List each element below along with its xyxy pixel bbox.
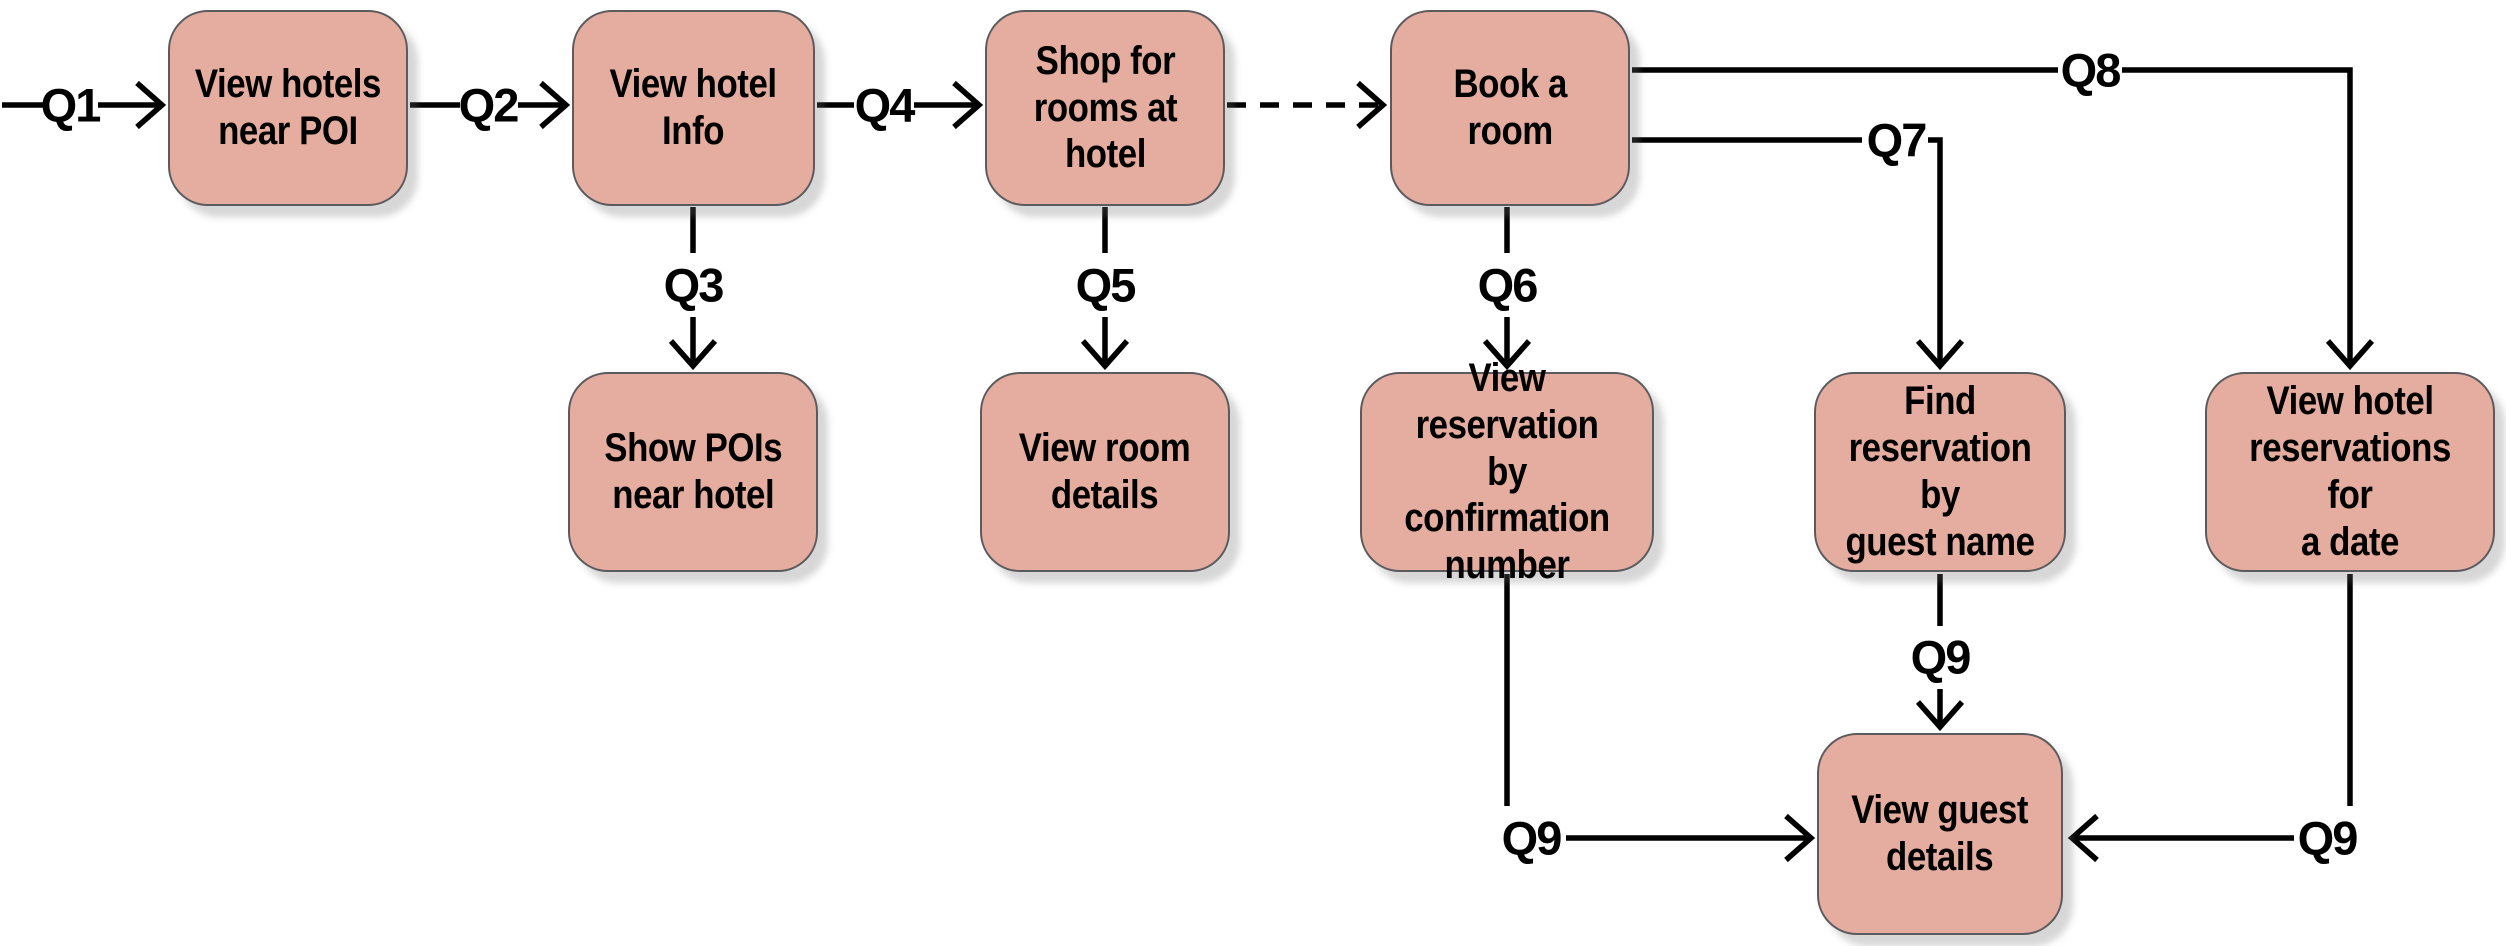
edge-label-q3: Q3 [664,259,724,312]
node-view-room-details: View room details [980,372,1230,572]
node-label: View reservation by confirmation number [1404,356,1610,588]
node-label: View hotel Info [609,62,778,153]
edge-label-q5: Q5 [1076,259,1136,312]
node-label: Show POIs near hotel [604,426,782,517]
node-view-hotel-reservations-for-a-date: View hotel reservations for a date [2205,372,2495,572]
node-view-reservation-by-confirmation-number: View reservation by confirmation number [1360,356,1654,587]
node-label: Shop for rooms at hotel [1033,38,1177,177]
node-view-hotel-info: View hotel Info [572,10,815,206]
node-shop-for-rooms-at-hotel: Shop for rooms at hotel [985,10,1225,206]
node-label: View guest details [1851,788,2029,879]
edge-label-q7: Q7 [1867,114,1927,167]
edge-label-q9-date: Q9 [2298,812,2358,865]
node-label: View hotel reservations for a date [2249,379,2451,564]
node-book-a-room: Book a room [1390,10,1630,206]
edge-label-q4: Q4 [855,79,916,132]
edge-label-q1: Q1 [41,79,101,132]
node-label: View hotels near POI [194,62,382,153]
edge-q8-arrow [2122,67,2375,371]
edge-label-q9-confirmation: Q9 [1502,812,1562,865]
edge-label-q8: Q8 [2061,44,2121,97]
node-label: View room details [1019,426,1191,517]
node-view-guest-details: View guest details [1817,733,2063,935]
node-show-pois-near-hotel: Show POIs near hotel [568,372,818,572]
edge-label-q9-guest-name: Q9 [1911,631,1971,684]
node-find-reservation-by-guest-name: Find reservation by guest name [1814,372,2066,572]
edge-q7-arrow [1915,137,1965,371]
edge-label-q2: Q2 [459,79,519,132]
node-view-hotels-near-poi: View hotels near POI [168,10,408,206]
edge-label-q6: Q6 [1478,259,1538,312]
node-label: Find reservation by guest name [1845,379,2035,564]
node-label: Book a room [1453,62,1567,153]
